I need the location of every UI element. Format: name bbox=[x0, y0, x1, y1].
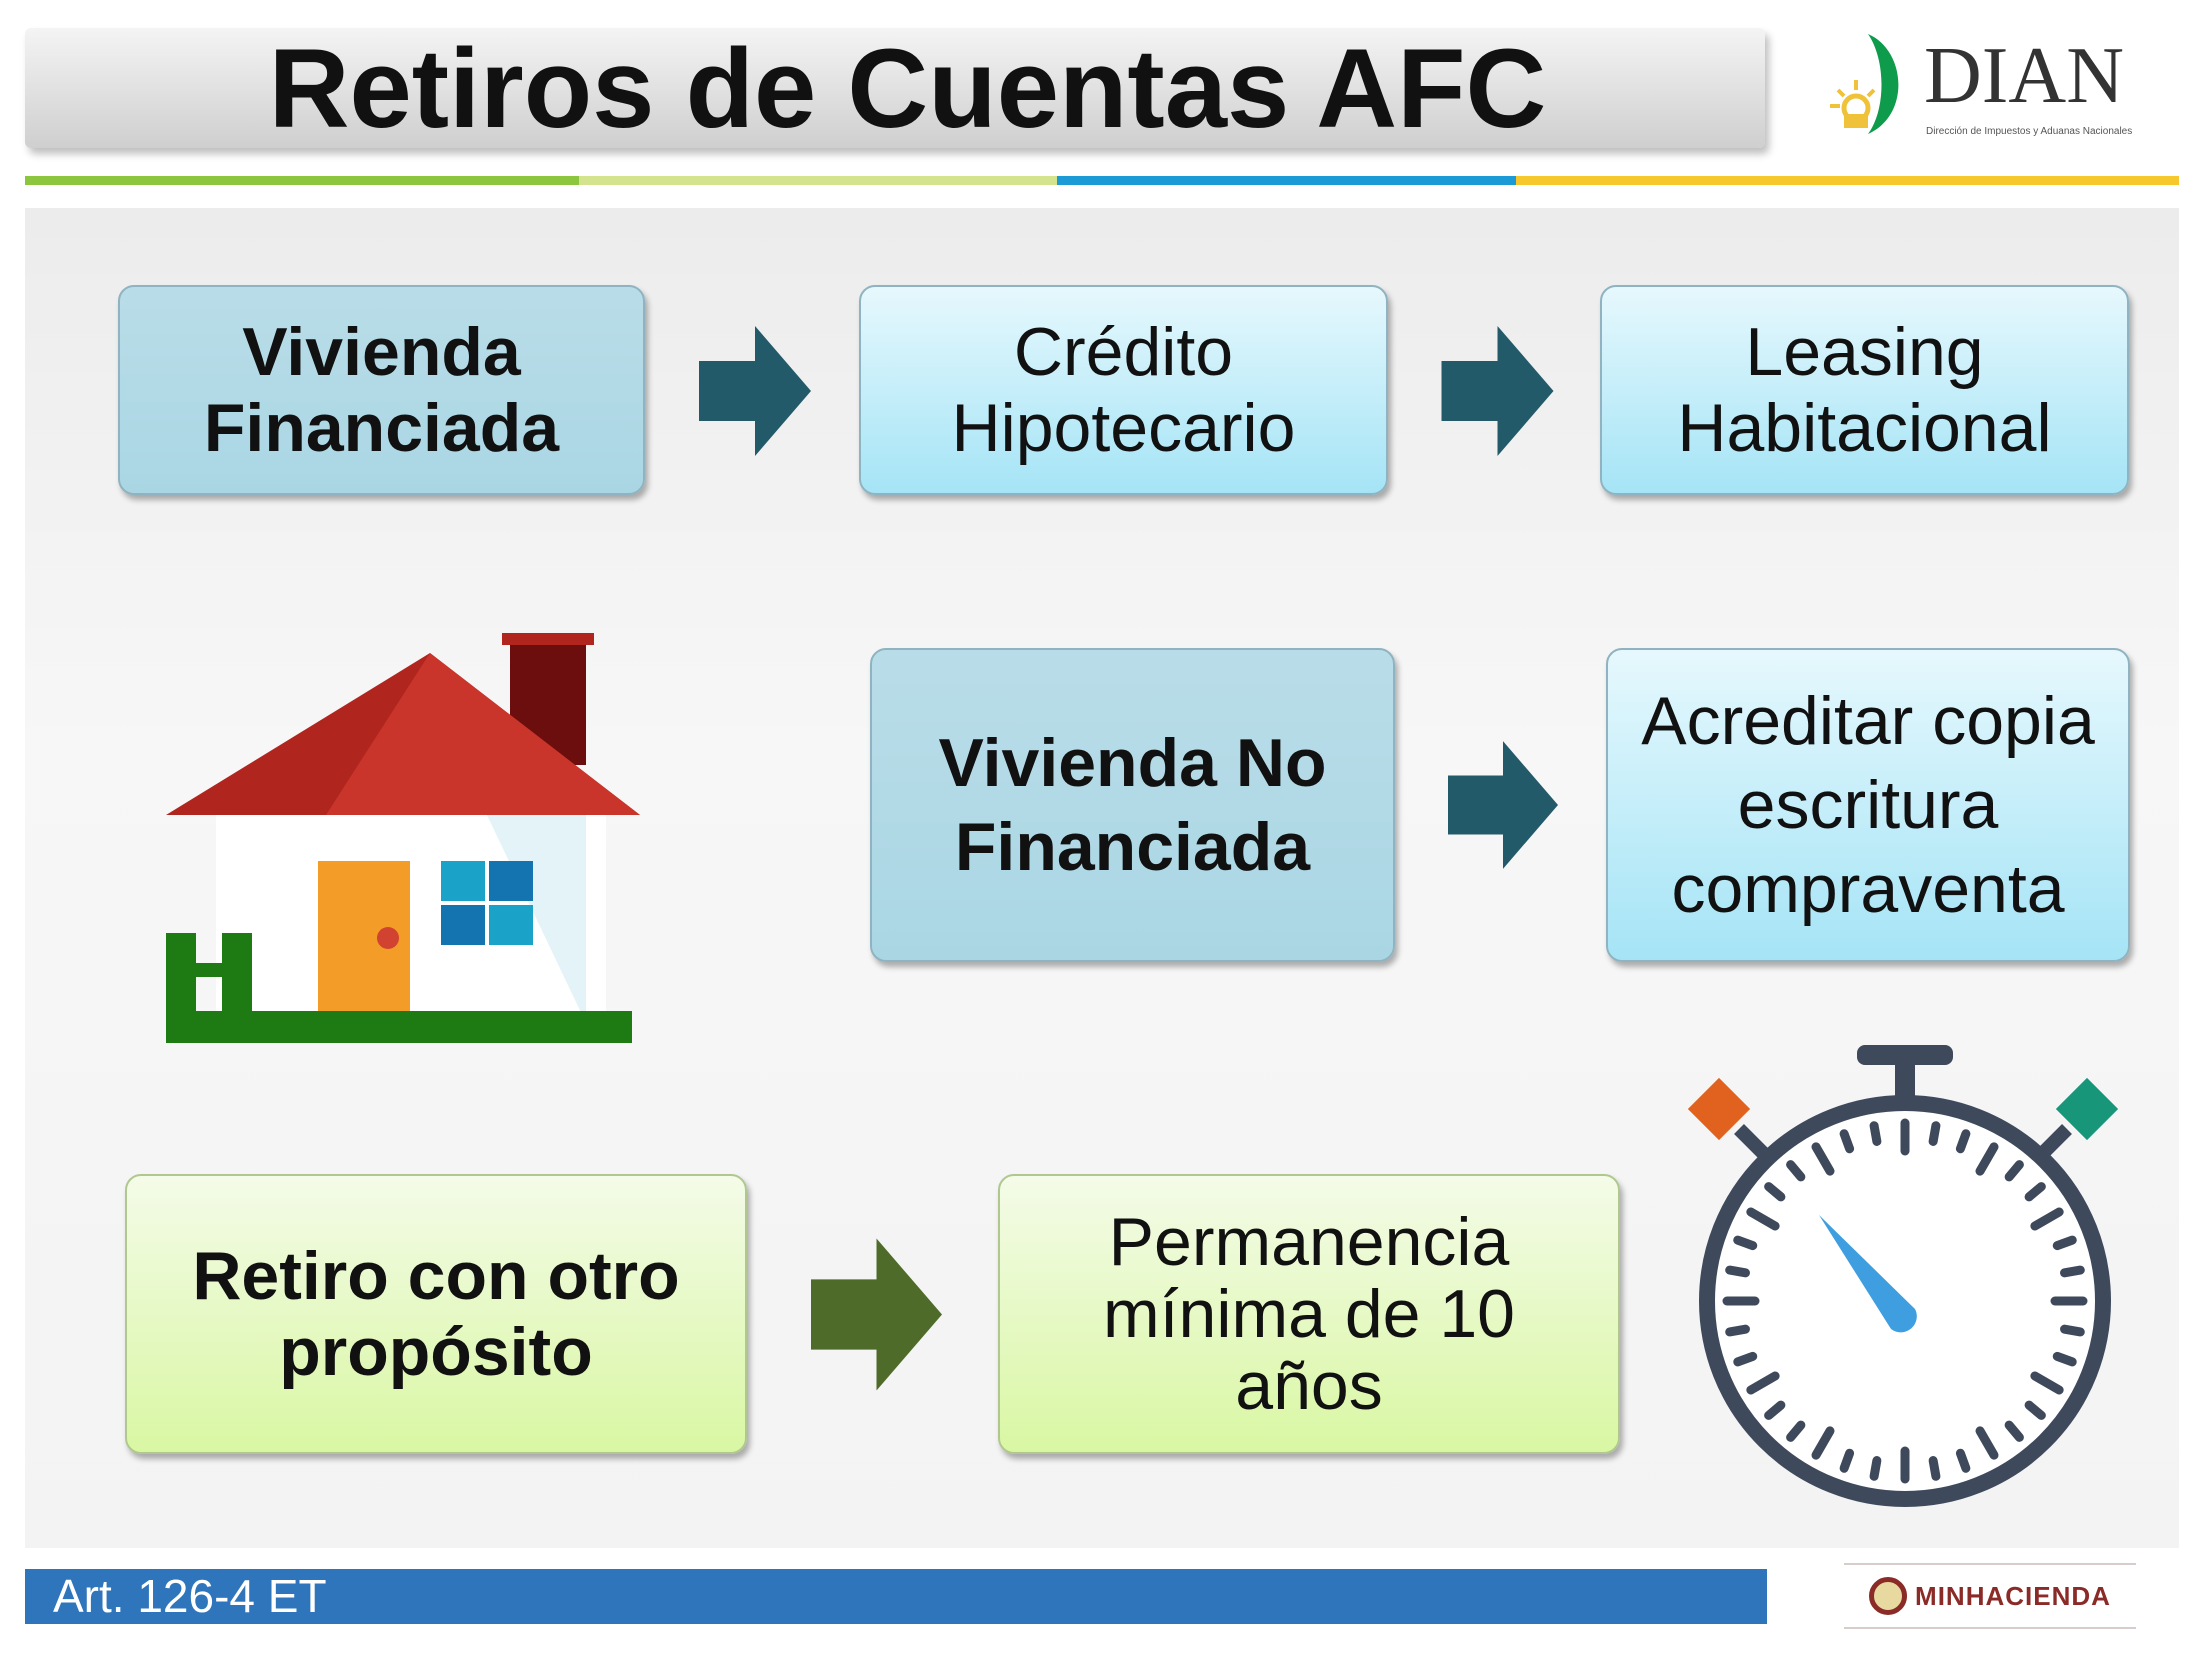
stopwatch-tick bbox=[2052, 1235, 2077, 1251]
stopwatch-tick bbox=[1839, 1448, 1855, 1473]
stopwatch-tick bbox=[1764, 1400, 1786, 1420]
stopwatch-tick bbox=[1811, 1426, 1835, 1460]
stopwatch-tick bbox=[1764, 1182, 1786, 1202]
stopwatch-tick bbox=[2060, 1265, 2085, 1278]
dian-logo: DIAN Dirección de Impuestos y Aduanas Na… bbox=[1826, 30, 2146, 146]
box-credito-hipotecario: Crédito Hipotecario bbox=[859, 285, 1388, 495]
stopwatch-tick bbox=[2004, 1160, 2024, 1182]
article-reference: Art. 126-4 ET bbox=[53, 1570, 327, 1622]
title-banner bbox=[25, 28, 1765, 148]
minhacienda-logo: MINHACIENDA bbox=[1844, 1563, 2136, 1629]
ministry-name: MINHACIENDA bbox=[1915, 1580, 2111, 1611]
arrow-right-icon bbox=[699, 326, 811, 456]
stopwatch-tick bbox=[1746, 1371, 1780, 1395]
box-leasing-habitacional: Leasing Habitacional bbox=[1600, 285, 2129, 495]
stopwatch-tick bbox=[1786, 1160, 1806, 1182]
coat-of-arms-icon bbox=[1869, 1577, 1908, 1615]
arrow-right-icon bbox=[1448, 741, 1558, 869]
stopwatch-tick bbox=[1975, 1142, 1999, 1176]
dian-subtitle: Dirección de Impuestos y Aduanas Naciona… bbox=[1926, 126, 2133, 137]
stopwatch-tick bbox=[1869, 1456, 1882, 1481]
footer-bar: Art. 126-4 ET bbox=[25, 1569, 1767, 1624]
box-retiro-otro-proposito: Retiro con otro propósito bbox=[125, 1174, 747, 1454]
stopwatch-tick bbox=[1955, 1448, 1971, 1473]
stopwatch-tick bbox=[2052, 1351, 2077, 1367]
stopwatch-icon bbox=[1687, 1045, 2119, 1507]
stopwatch-tick bbox=[1725, 1324, 1750, 1337]
stopwatch-tick bbox=[1928, 1456, 1941, 1481]
stopwatch-tick bbox=[2004, 1420, 2024, 1442]
box-permanencia-minima: Permanencia mínima de 10 años bbox=[998, 1174, 1620, 1454]
stopwatch-tick bbox=[2030, 1371, 2064, 1395]
box-vivienda-no-financiada: Vivienda No Financiada bbox=[870, 648, 1395, 962]
stopwatch-tick bbox=[1725, 1265, 1750, 1278]
page-title: Retiros de Cuentas AFC bbox=[268, 26, 1547, 151]
divider-yellow bbox=[1516, 176, 2179, 185]
arrow-right-icon bbox=[1441, 326, 1554, 456]
stopwatch-tick bbox=[1975, 1426, 1999, 1460]
stopwatch-tick bbox=[1733, 1351, 1758, 1367]
dian-emblem-icon bbox=[1830, 34, 1899, 134]
stopwatch-tick bbox=[1839, 1129, 1855, 1154]
box-vivienda-financiada: Vivienda Financiada bbox=[118, 285, 645, 495]
stopwatch-tick bbox=[2024, 1182, 2046, 1202]
house-icon bbox=[166, 633, 640, 1043]
arrow-right-icon bbox=[811, 1237, 942, 1392]
stopwatch-tick bbox=[2060, 1324, 2085, 1337]
stopwatch-tick bbox=[1786, 1420, 1806, 1442]
divider-blue bbox=[1057, 176, 1516, 185]
divider-green bbox=[25, 176, 579, 185]
stopwatch-tick bbox=[1733, 1235, 1758, 1251]
stopwatch-tick bbox=[1869, 1121, 1882, 1146]
stopwatch-tick bbox=[1955, 1129, 1971, 1154]
box-acreditar-copia: Acreditar copia escritura compraventa bbox=[1606, 648, 2130, 962]
stopwatch-tick bbox=[2030, 1207, 2064, 1231]
stopwatch-tick bbox=[1811, 1142, 1835, 1176]
dian-wordmark: DIAN bbox=[1924, 32, 2124, 120]
stopwatch-tick bbox=[2024, 1400, 2046, 1420]
stopwatch-tick bbox=[1928, 1121, 1941, 1146]
stopwatch-tick bbox=[1746, 1207, 1780, 1231]
divider-lightgreen bbox=[579, 176, 1057, 185]
